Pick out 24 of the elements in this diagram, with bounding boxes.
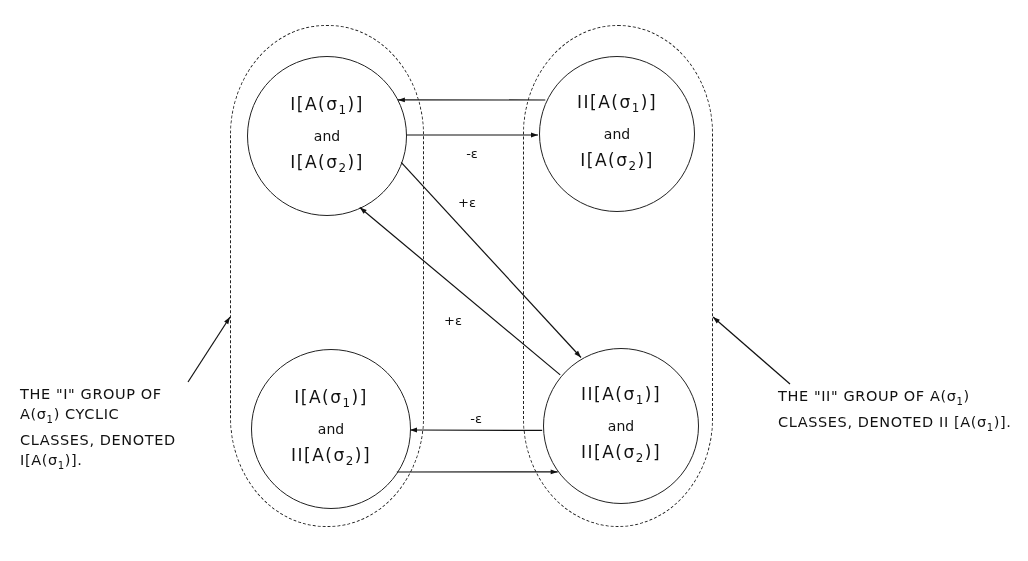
class-label: II[A(σ$_{1}$)] <box>576 90 657 117</box>
leader-arrow <box>187 316 231 383</box>
transition-arrow <box>397 97 546 103</box>
annotation-text: THE "II" GROUP OF A(σ$_{1}$) CLASSES, DENOTED II [A(σ$_{1}$)]. <box>778 386 1014 438</box>
conjunction-text: and <box>317 420 345 439</box>
annotation-text: THE "I" GROUP OF A(σ$_{1}$) CYCLIC CLASSES, DENOTED I[A(σ$_{1}$)]. <box>20 384 188 476</box>
conjunction-text: and <box>603 125 631 144</box>
dashed-group-outline <box>230 25 424 527</box>
class-label: I[A(σ$_{2}$)] <box>290 151 364 178</box>
class-label: I[A(σ$_{1}$)] <box>290 92 364 119</box>
transition-arrow <box>409 427 543 433</box>
class-label: II[A(σ$_{1}$)] <box>580 382 661 409</box>
leader-arrow <box>712 316 791 385</box>
class-label: I[A(σ$_{2}$)] <box>580 149 654 176</box>
transition-arrow <box>396 469 559 475</box>
class-label: II[A(σ$_{2}$)] <box>290 444 371 471</box>
class-label: I[A(σ$_{1}$)] <box>294 385 368 412</box>
transition-arrow <box>359 206 561 376</box>
dashed-group-outline <box>523 25 713 527</box>
conjunction-text: and <box>607 417 635 436</box>
transition-arrow <box>405 132 539 138</box>
conjunction-text: and <box>313 127 341 146</box>
transition-arrow <box>400 161 582 359</box>
class-label: II[A(σ$_{2}$)] <box>580 441 661 468</box>
